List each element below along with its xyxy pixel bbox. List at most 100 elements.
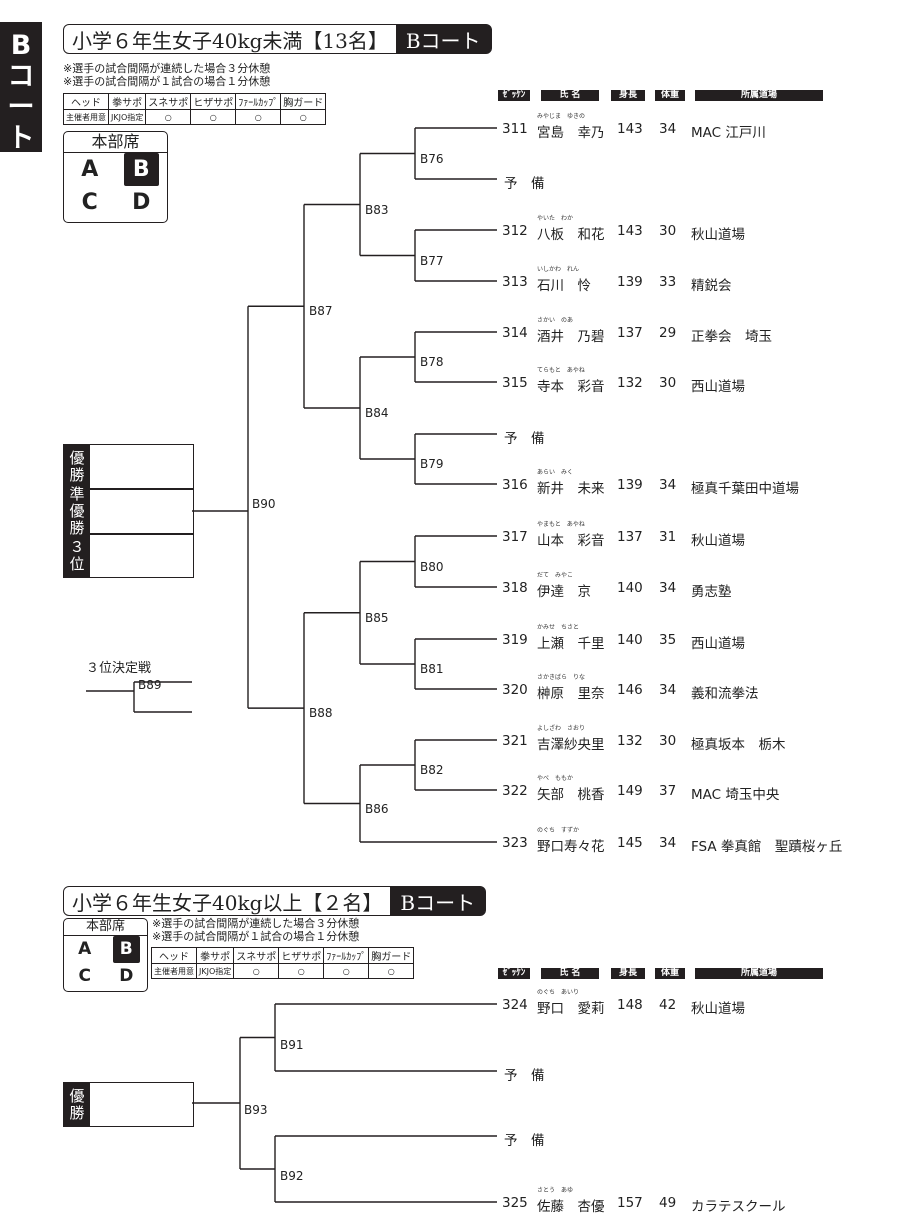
entry-dojo: MAC 江戸川 — [691, 125, 766, 141]
match-label-b84: B84 — [365, 406, 389, 420]
equip2-head-5: ﾌｧｰﾙｶｯﾌﾟ — [323, 947, 370, 964]
hq-cell-c: C — [81, 190, 98, 215]
entry-height: 137 — [617, 325, 643, 341]
col2-header-height: 身長 — [611, 968, 645, 979]
entry-name: 予 備 — [504, 431, 545, 447]
entry-kana: かみせ ちさと — [537, 624, 580, 631]
equip-val-2: JKJO指定 — [107, 109, 147, 125]
entry-row: 予 備 — [0, 419, 900, 447]
match-label-b82: B82 — [420, 763, 444, 777]
equip2-head-3: スネサポ — [233, 947, 280, 964]
entry-number: 318 — [502, 580, 528, 596]
entry-number: 312 — [502, 223, 528, 239]
side-tab-char: ト — [7, 123, 35, 154]
entry-dojo: 秋山道場 — [691, 533, 745, 549]
section2-court: Bコート — [390, 887, 486, 915]
entry-number: 322 — [502, 783, 528, 799]
entry-dojo: 秋山道場 — [691, 1001, 745, 1017]
entry-dojo: 秋山道場 — [691, 227, 745, 243]
entry-row: 予 備 — [0, 164, 900, 192]
entry-kana: あらい みく — [537, 469, 574, 476]
equip-val-6: ○ — [280, 109, 327, 125]
entry-kana: やべ ももか — [537, 775, 574, 782]
entry-dojo: カラテスクール — [691, 1199, 786, 1215]
section1-title: 小学６年生女子40kg未満【13名】 — [72, 28, 388, 53]
results-box-1: 優勝 準優勝 ３位 — [63, 444, 194, 578]
match-label-b79: B79 — [420, 457, 444, 471]
entry-number: 315 — [502, 375, 528, 391]
match-label-b85: B85 — [365, 610, 389, 625]
entry-weight: 31 — [659, 529, 677, 545]
match-label-b93: B93 — [244, 1103, 268, 1117]
entry-kana: てらもと あやね — [537, 367, 585, 374]
section1-title-box: 小学６年生女子40kg未満【13名】 Bコート — [63, 24, 492, 54]
entry-weight: 34 — [659, 835, 677, 851]
result-runner-up: 準優勝 — [63, 486, 194, 537]
result2-champion-label: 優勝 — [64, 1083, 90, 1126]
results-box-2: 優勝 — [63, 1082, 194, 1127]
entry-number: 324 — [502, 997, 528, 1013]
col-header-height: 身長 — [611, 90, 645, 101]
hq2-cell-b-active: B — [112, 936, 140, 963]
entry-dojo: 極真千葉田中道場 — [691, 481, 799, 497]
entry-name: 吉澤紗央里 — [537, 737, 605, 753]
entry-name: 伊達 京 — [537, 584, 591, 600]
col-header-dojo: 所属道場 — [695, 90, 823, 101]
entry-height: 143 — [617, 223, 643, 239]
entry-height: 132 — [617, 375, 643, 391]
col-header-weight: 体重 — [655, 90, 685, 101]
note2-line-2: ※選手の試合間隔が１試合の場合１分休憩 — [152, 930, 360, 943]
entry-dojo: 勇志塾 — [691, 584, 732, 600]
hq-seat-box-2: 本部席 A B C D — [63, 918, 148, 992]
entry-number: 317 — [502, 529, 528, 545]
entry-dojo: FSA 拳真館 聖蹟桜ヶ丘 — [691, 839, 843, 855]
result2-champion: 優勝 — [63, 1082, 194, 1127]
entry-name: 野口寿々花 — [537, 839, 605, 855]
entry-name: 上瀬 千里 — [537, 636, 605, 652]
entry-dojo: 西山道場 — [691, 379, 745, 395]
entry-name: 宮島 幸乃 — [537, 125, 605, 141]
col2-header-weight: 体重 — [655, 968, 685, 979]
equip2-head-6: 胸ガード — [368, 947, 415, 964]
entry-name: 矢部 桃香 — [537, 787, 605, 803]
section2-title-box: 小学６年生女子40kg以上【２名】 Bコート — [63, 886, 487, 916]
col2-header-zekken: ｾﾞｯｹﾝ — [498, 968, 530, 979]
entry-number: 316 — [502, 477, 528, 493]
entry-kana: さとう あゆ — [537, 1187, 574, 1194]
match-label-b90: B90 — [252, 497, 276, 511]
entry-name: 予 備 — [504, 1068, 545, 1084]
match-label-b87: B87 — [309, 304, 333, 319]
hq-cell-d: D — [132, 190, 151, 215]
entry-height: 157 — [617, 1195, 643, 1211]
equip2-val-2: JKJO指定 — [195, 963, 235, 979]
match-label-b81: B81 — [420, 662, 444, 676]
entry-weight: 34 — [659, 682, 677, 698]
entry-height: 139 — [617, 274, 643, 290]
entry-weight: 35 — [659, 632, 677, 648]
entry-kana: だて みやこ — [537, 572, 574, 579]
entry-weight: 42 — [659, 997, 677, 1013]
entry-weight: 49 — [659, 1195, 677, 1211]
hq2-cell-c: C — [78, 966, 91, 986]
entry-row: 予 備 — [0, 1056, 900, 1084]
entry-weight: 34 — [659, 121, 677, 137]
entry-name: 山本 彩音 — [537, 533, 605, 549]
entry-dojo: MAC 埼玉中央 — [691, 787, 780, 803]
entry-name: 新井 未来 — [537, 481, 605, 497]
match-label-b77: B77 — [420, 253, 444, 268]
result-third-label: ３位 — [64, 535, 90, 577]
entry-height: 148 — [617, 997, 643, 1013]
entry-weight: 34 — [659, 580, 677, 596]
entry-number: 313 — [502, 274, 528, 290]
note-line-2: ※選手の試合間隔が１試合の場合１分休憩 — [63, 75, 271, 88]
match-label-b92: B92 — [280, 1169, 304, 1183]
